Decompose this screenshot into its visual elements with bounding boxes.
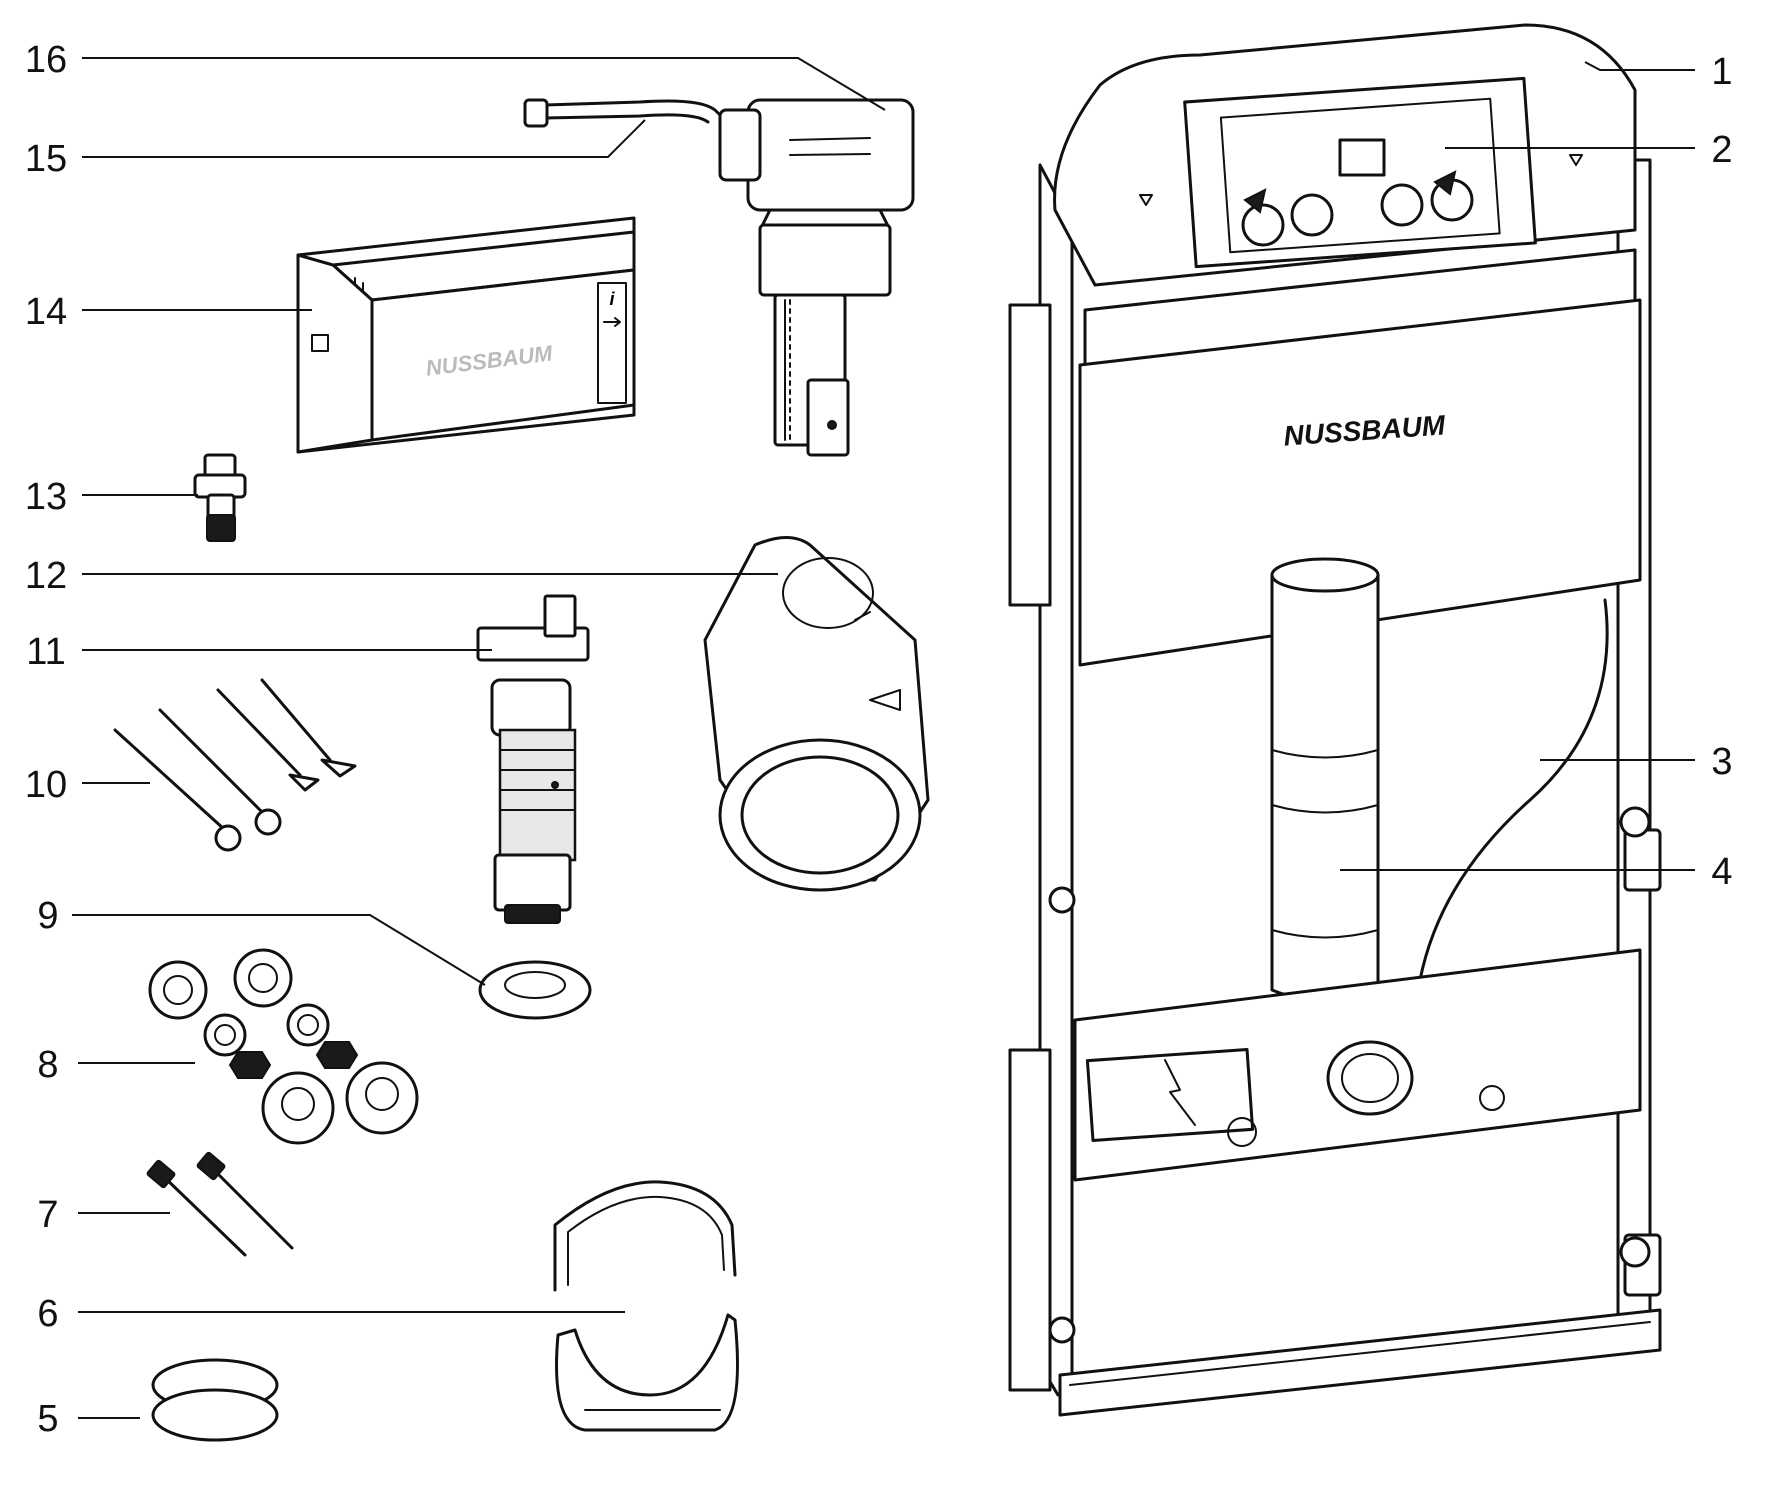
angle-valve <box>193 453 247 542</box>
callout-10: 10 <box>25 764 67 806</box>
callout-numbers: 1 2 3 4 5 6 7 8 9 10 11 12 13 14 15 16 <box>25 39 1733 1440</box>
pipe-clamp <box>553 1180 739 1432</box>
insulation-sleeve <box>703 536 930 892</box>
callout-13: 13 <box>25 476 67 518</box>
callout-14: 14 <box>25 291 67 333</box>
callout-4: 4 <box>1711 851 1732 893</box>
callout-9: 9 <box>37 895 58 937</box>
flat-washer <box>478 960 592 1020</box>
flush-valve <box>476 594 590 924</box>
threaded-rods <box>146 1151 294 1257</box>
flush-plate: i NUSSBAUM <box>296 216 636 454</box>
callout-2: 2 <box>1711 129 1732 171</box>
callout-5: 5 <box>37 1398 58 1440</box>
long-screws <box>113 678 357 852</box>
callout-6: 6 <box>37 1293 58 1335</box>
fill-valve-assembly <box>523 98 915 457</box>
callout-7: 7 <box>37 1194 58 1236</box>
callout-1: 1 <box>1711 51 1732 93</box>
callout-15: 15 <box>25 138 67 180</box>
leader-lines <box>72 57 1695 1419</box>
callout-11: 11 <box>26 631 65 673</box>
callout-3: 3 <box>1711 741 1732 783</box>
mounting-frame: NUSSBAUM <box>1008 23 1662 1417</box>
callout-12: 12 <box>25 555 67 597</box>
fixing-set <box>148 948 419 1145</box>
callout-16: 16 <box>25 39 67 81</box>
sealing-rings <box>151 1358 279 1442</box>
svg-text:i: i <box>609 289 615 309</box>
callout-8: 8 <box>37 1044 58 1086</box>
